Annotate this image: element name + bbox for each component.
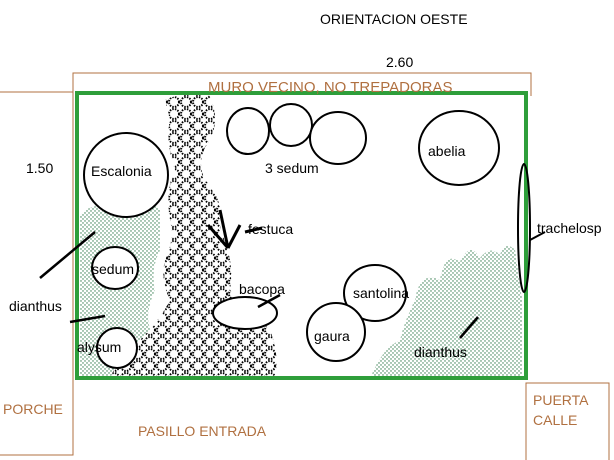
sedum-circle-2 — [269, 103, 313, 147]
trachelosp-label: trachelosp — [537, 220, 602, 236]
alysum-label: alysum — [77, 339, 122, 355]
entry-hall-label: PASILLO ENTRADA — [138, 423, 267, 439]
height-dimension: 1.50 — [26, 160, 54, 176]
santolina-circle — [343, 264, 407, 322]
sedum-circle-1 — [226, 107, 270, 155]
garden-bed-border — [75, 91, 528, 380]
street-door-label: PUERTA CALLE — [533, 392, 588, 428]
width-dimension: 2.60 — [386, 54, 414, 70]
dianthus-left-label: dianthus — [9, 298, 62, 314]
trachelosp-shape — [517, 163, 531, 293]
santolina-label: santolina — [353, 285, 410, 301]
bacopa-label: bacopa — [239, 281, 285, 297]
festuca-arrow — [206, 209, 263, 249]
ground-cover-left — [80, 201, 160, 378]
dianthus-left-pointer-2 — [69, 314, 106, 324]
neighbor-wall-label: MURO VECINO, NO TREPADORAS — [208, 79, 453, 96]
neighbor-wall-outline — [72, 72, 532, 96]
dianthus-right-pointer — [459, 316, 479, 339]
sedum-group-label: 3 sedum — [265, 160, 319, 176]
alysum-circle — [96, 327, 138, 369]
porch-outline — [0, 91, 74, 456]
escalonia-label: Escalonia — [91, 163, 152, 179]
dianthus-left-pointer — [39, 231, 96, 279]
escalonia-circle — [83, 132, 169, 218]
street-door-outline — [525, 382, 610, 460]
ground-cover-right — [370, 246, 522, 380]
orientation-label: ORIENTACION OESTE — [320, 11, 468, 27]
sedum-label: sedum — [92, 261, 135, 277]
bacopa-pointer — [257, 293, 281, 309]
festuca-label: festuca — [248, 221, 294, 237]
trachelosp-pointer — [529, 231, 546, 241]
abelia-circle — [418, 110, 500, 186]
abelia-label: abelia — [428, 143, 466, 159]
gaura-label: gaura — [314, 328, 350, 344]
gaura-circle — [306, 302, 366, 362]
dianthus-right-label: dianthus — [414, 344, 467, 360]
porch-label: PORCHE — [3, 401, 63, 417]
sedum-circle-3 — [309, 111, 367, 165]
sedum-circle-small — [91, 246, 139, 290]
